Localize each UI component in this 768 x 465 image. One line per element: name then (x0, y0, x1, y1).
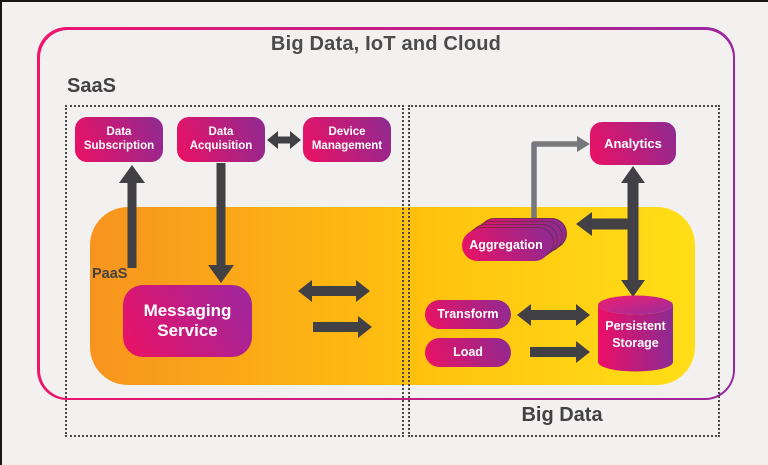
node-data-acquisition: Data Acquisition (177, 117, 265, 162)
image-left-edge (0, 0, 2, 465)
node-persistent-storage-label: Persistent Storage (605, 319, 666, 350)
saas-region-label: SaaS (67, 75, 116, 97)
image-top-edge (0, 0, 768, 2)
node-device-management: Device Management (303, 117, 391, 162)
node-analytics: Analytics (590, 122, 676, 165)
big-data-region-label: Big Data (521, 404, 603, 426)
diagram-title: Big Data, IoT and Cloud (270, 33, 502, 55)
persistent-storage-cylinder (598, 295, 673, 372)
paas-region-label: PaaS (92, 266, 128, 282)
node-messaging-service: Messaging Service (123, 285, 252, 357)
node-data-subscription: Data Subscription (75, 117, 163, 162)
node-load: Load (425, 338, 511, 367)
big-data-region-box (408, 105, 720, 437)
saas-region-box (65, 105, 404, 437)
node-transform: Transform (425, 300, 511, 329)
node-aggregation: Aggregation (462, 230, 550, 261)
